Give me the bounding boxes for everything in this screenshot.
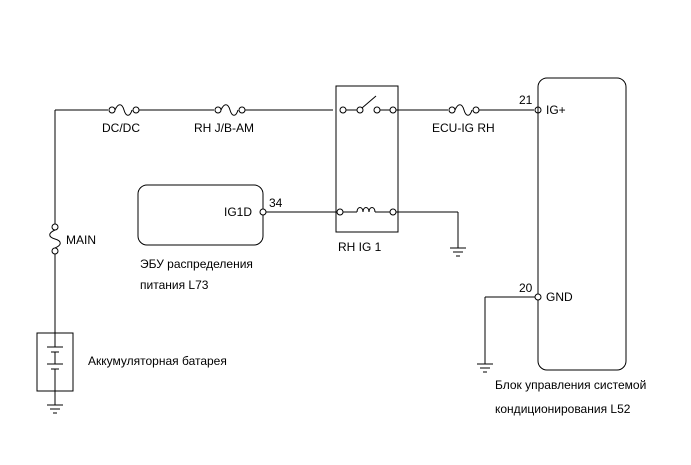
fuse-main-symbol [49, 223, 61, 255]
battery-symbol [47, 333, 63, 391]
fuse-ecu-ig-rh-label: ECU-IG RH [432, 121, 495, 135]
l52-pin-ig-num-label: 21 [519, 93, 533, 107]
l52-pin-gnd-num-label: 20 [519, 281, 533, 295]
battery-label: Аккумуляторная батарея [88, 354, 227, 368]
l73-pin-terminal [259, 208, 267, 216]
l73-pin-name-label: IG1D [224, 205, 252, 219]
fuse-rh-jb-am-symbol [214, 104, 246, 116]
l52-ground-symbol [477, 363, 493, 373]
relay-rh-ig1-box [335, 85, 399, 233]
relay-ground-symbol [450, 247, 466, 257]
l52-name-line1: Блок управления системой [495, 378, 646, 392]
battery-ground-symbol [47, 404, 63, 414]
l73-name-line2: питания L73 [140, 278, 209, 292]
l52-pin-ig-name-label: IG+ [546, 103, 566, 117]
fuse-dcdc-symbol [108, 104, 140, 116]
l52-pin-gnd-terminal [534, 293, 542, 301]
l52-pin-gnd-name-label: GND [546, 290, 573, 304]
relay-contact-symbol [339, 95, 397, 114]
relay-coil-symbol [336, 207, 397, 216]
l73-name-line1: ЭБУ распределения [140, 257, 253, 271]
l52-name-line2: кондиционирования L52 [495, 402, 631, 416]
fuse-dcdc-label: DC/DC [102, 121, 140, 135]
l52-box [537, 77, 627, 371]
fuse-ecu-ig-rh-symbol [448, 104, 480, 116]
l73-pin-num-label: 34 [269, 196, 283, 210]
fuse-main-label: MAIN [66, 233, 96, 247]
relay-name-label: RH IG 1 [338, 240, 382, 254]
fuse-rh-jb-am-label: RH J/B-AM [194, 121, 254, 135]
